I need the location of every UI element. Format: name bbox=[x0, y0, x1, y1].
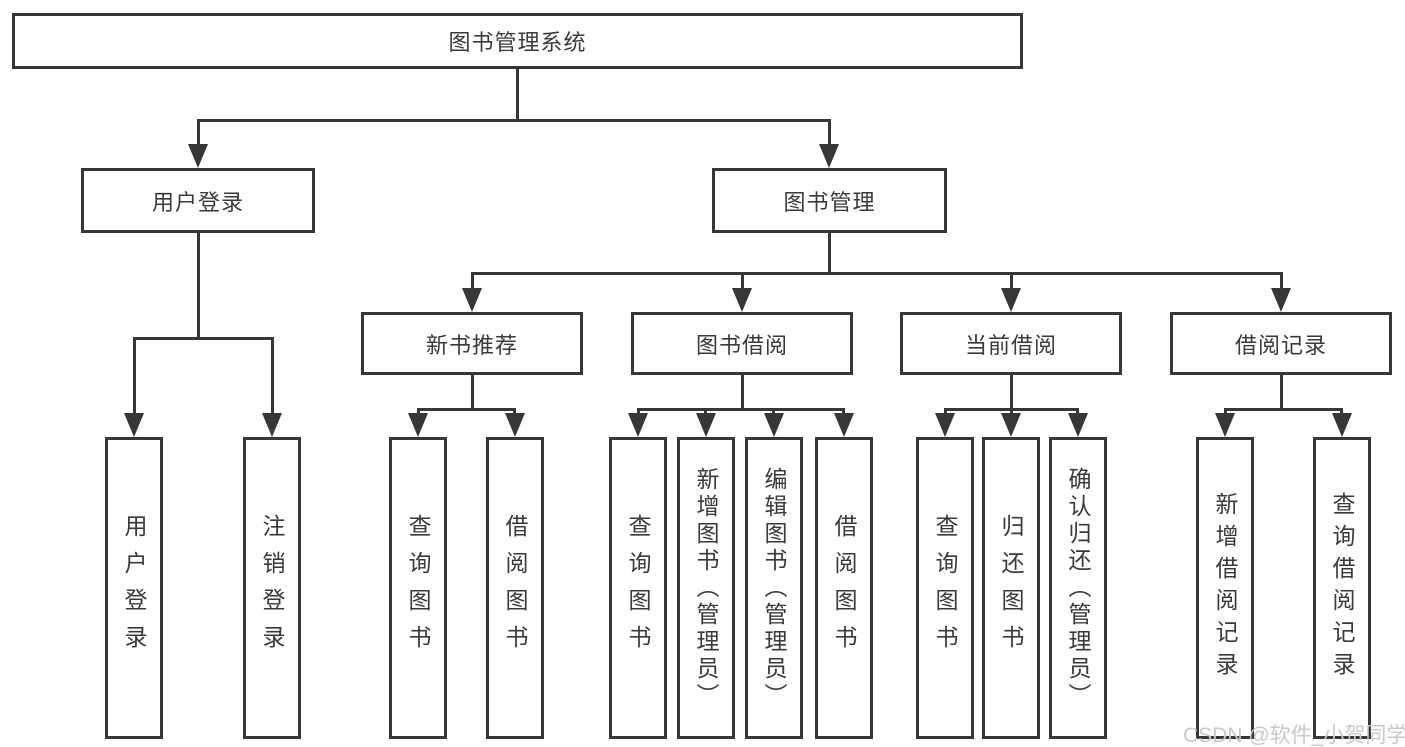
arrowhead-down-icon bbox=[1271, 288, 1291, 312]
arrowhead-down-icon bbox=[1332, 413, 1352, 437]
node-add-book-admin: 新增图书（管理员） bbox=[677, 437, 735, 739]
connector-line bbox=[417, 408, 420, 415]
watermark: CSDN @软件_小贺同学 bbox=[1183, 724, 1405, 747]
node-borrow-record: 借阅记录 bbox=[1170, 312, 1392, 375]
node-book-management: 图书管理 bbox=[712, 168, 947, 233]
connector-line bbox=[828, 233, 831, 272]
arrowhead-down-icon bbox=[188, 144, 208, 168]
connector-line bbox=[133, 337, 274, 340]
node-new-book-recommend: 新书推荐 bbox=[361, 312, 583, 375]
node-return-books: 归还图书 bbox=[982, 437, 1040, 739]
arrowhead-down-icon bbox=[935, 413, 955, 437]
connector-line bbox=[828, 119, 831, 145]
node-user-login: 用户登录 bbox=[81, 168, 315, 233]
connector-line bbox=[197, 233, 200, 337]
connector-line bbox=[1010, 375, 1013, 408]
connector-line bbox=[637, 408, 640, 415]
arrowhead-down-icon bbox=[1001, 413, 1021, 437]
arrowhead-down-icon bbox=[764, 413, 784, 437]
arrowhead-down-icon bbox=[1001, 288, 1021, 312]
connector-line bbox=[637, 408, 845, 411]
node-book-borrow: 图书借阅 bbox=[631, 312, 853, 375]
connector-line bbox=[1010, 272, 1013, 290]
connector-line bbox=[842, 408, 845, 415]
arrowhead-down-icon bbox=[462, 288, 482, 312]
node-library-management-system: 图书管理系统 bbox=[12, 13, 1023, 69]
arrowhead-down-icon bbox=[696, 413, 716, 437]
connector-line bbox=[1076, 408, 1079, 415]
node-search-books: 查询图书 bbox=[389, 437, 447, 739]
connector-line bbox=[1224, 408, 1227, 415]
node-confirm-return-admin: 确认归还（管理员） bbox=[1049, 437, 1107, 739]
node-user-login-leaf: 用户登录 bbox=[105, 437, 163, 739]
connector-line bbox=[772, 408, 775, 415]
arrowhead-down-icon bbox=[1215, 413, 1235, 437]
arrowhead-down-icon bbox=[732, 288, 752, 312]
connector-line bbox=[513, 408, 516, 415]
node-logout: 注销登录 bbox=[243, 437, 301, 739]
connector-line bbox=[704, 408, 707, 415]
connector-line bbox=[197, 119, 831, 122]
node-add-borrow-record: 新增借阅记录 bbox=[1196, 437, 1254, 739]
node-search-books: 查询图书 bbox=[609, 437, 667, 739]
arrowhead-down-icon bbox=[262, 413, 282, 437]
connector-line bbox=[1224, 408, 1343, 411]
connector-line bbox=[417, 408, 516, 411]
node-edit-book-admin: 编辑图书（管理员） bbox=[745, 437, 803, 739]
connector-line bbox=[471, 375, 474, 408]
connector-line bbox=[1280, 375, 1283, 408]
node-borrow-books: 借阅图书 bbox=[486, 437, 544, 739]
arrowhead-down-icon bbox=[628, 413, 648, 437]
connector-line bbox=[471, 272, 474, 290]
connector-line bbox=[133, 337, 136, 415]
arrowhead-down-icon bbox=[408, 413, 428, 437]
connector-line bbox=[1340, 408, 1343, 415]
node-current-borrow: 当前借阅 bbox=[900, 312, 1122, 375]
arrowhead-down-icon bbox=[505, 413, 525, 437]
connector-line bbox=[741, 375, 744, 408]
node-borrow-books: 借阅图书 bbox=[815, 437, 873, 739]
arrowhead-down-icon bbox=[124, 413, 144, 437]
connector-line bbox=[271, 337, 274, 415]
connector-line bbox=[944, 408, 947, 415]
connector-line bbox=[197, 119, 200, 145]
node-search-borrow-record: 查询借阅记录 bbox=[1313, 437, 1371, 739]
arrowhead-down-icon bbox=[834, 413, 854, 437]
connector-line bbox=[741, 272, 744, 290]
arrowhead-down-icon bbox=[819, 144, 839, 168]
arrowhead-down-icon bbox=[1068, 413, 1088, 437]
connector-line bbox=[516, 69, 519, 119]
connector-line bbox=[1010, 408, 1013, 415]
connector-line bbox=[471, 272, 1283, 275]
node-search-books: 查询图书 bbox=[916, 437, 974, 739]
connector-line bbox=[1280, 272, 1283, 290]
